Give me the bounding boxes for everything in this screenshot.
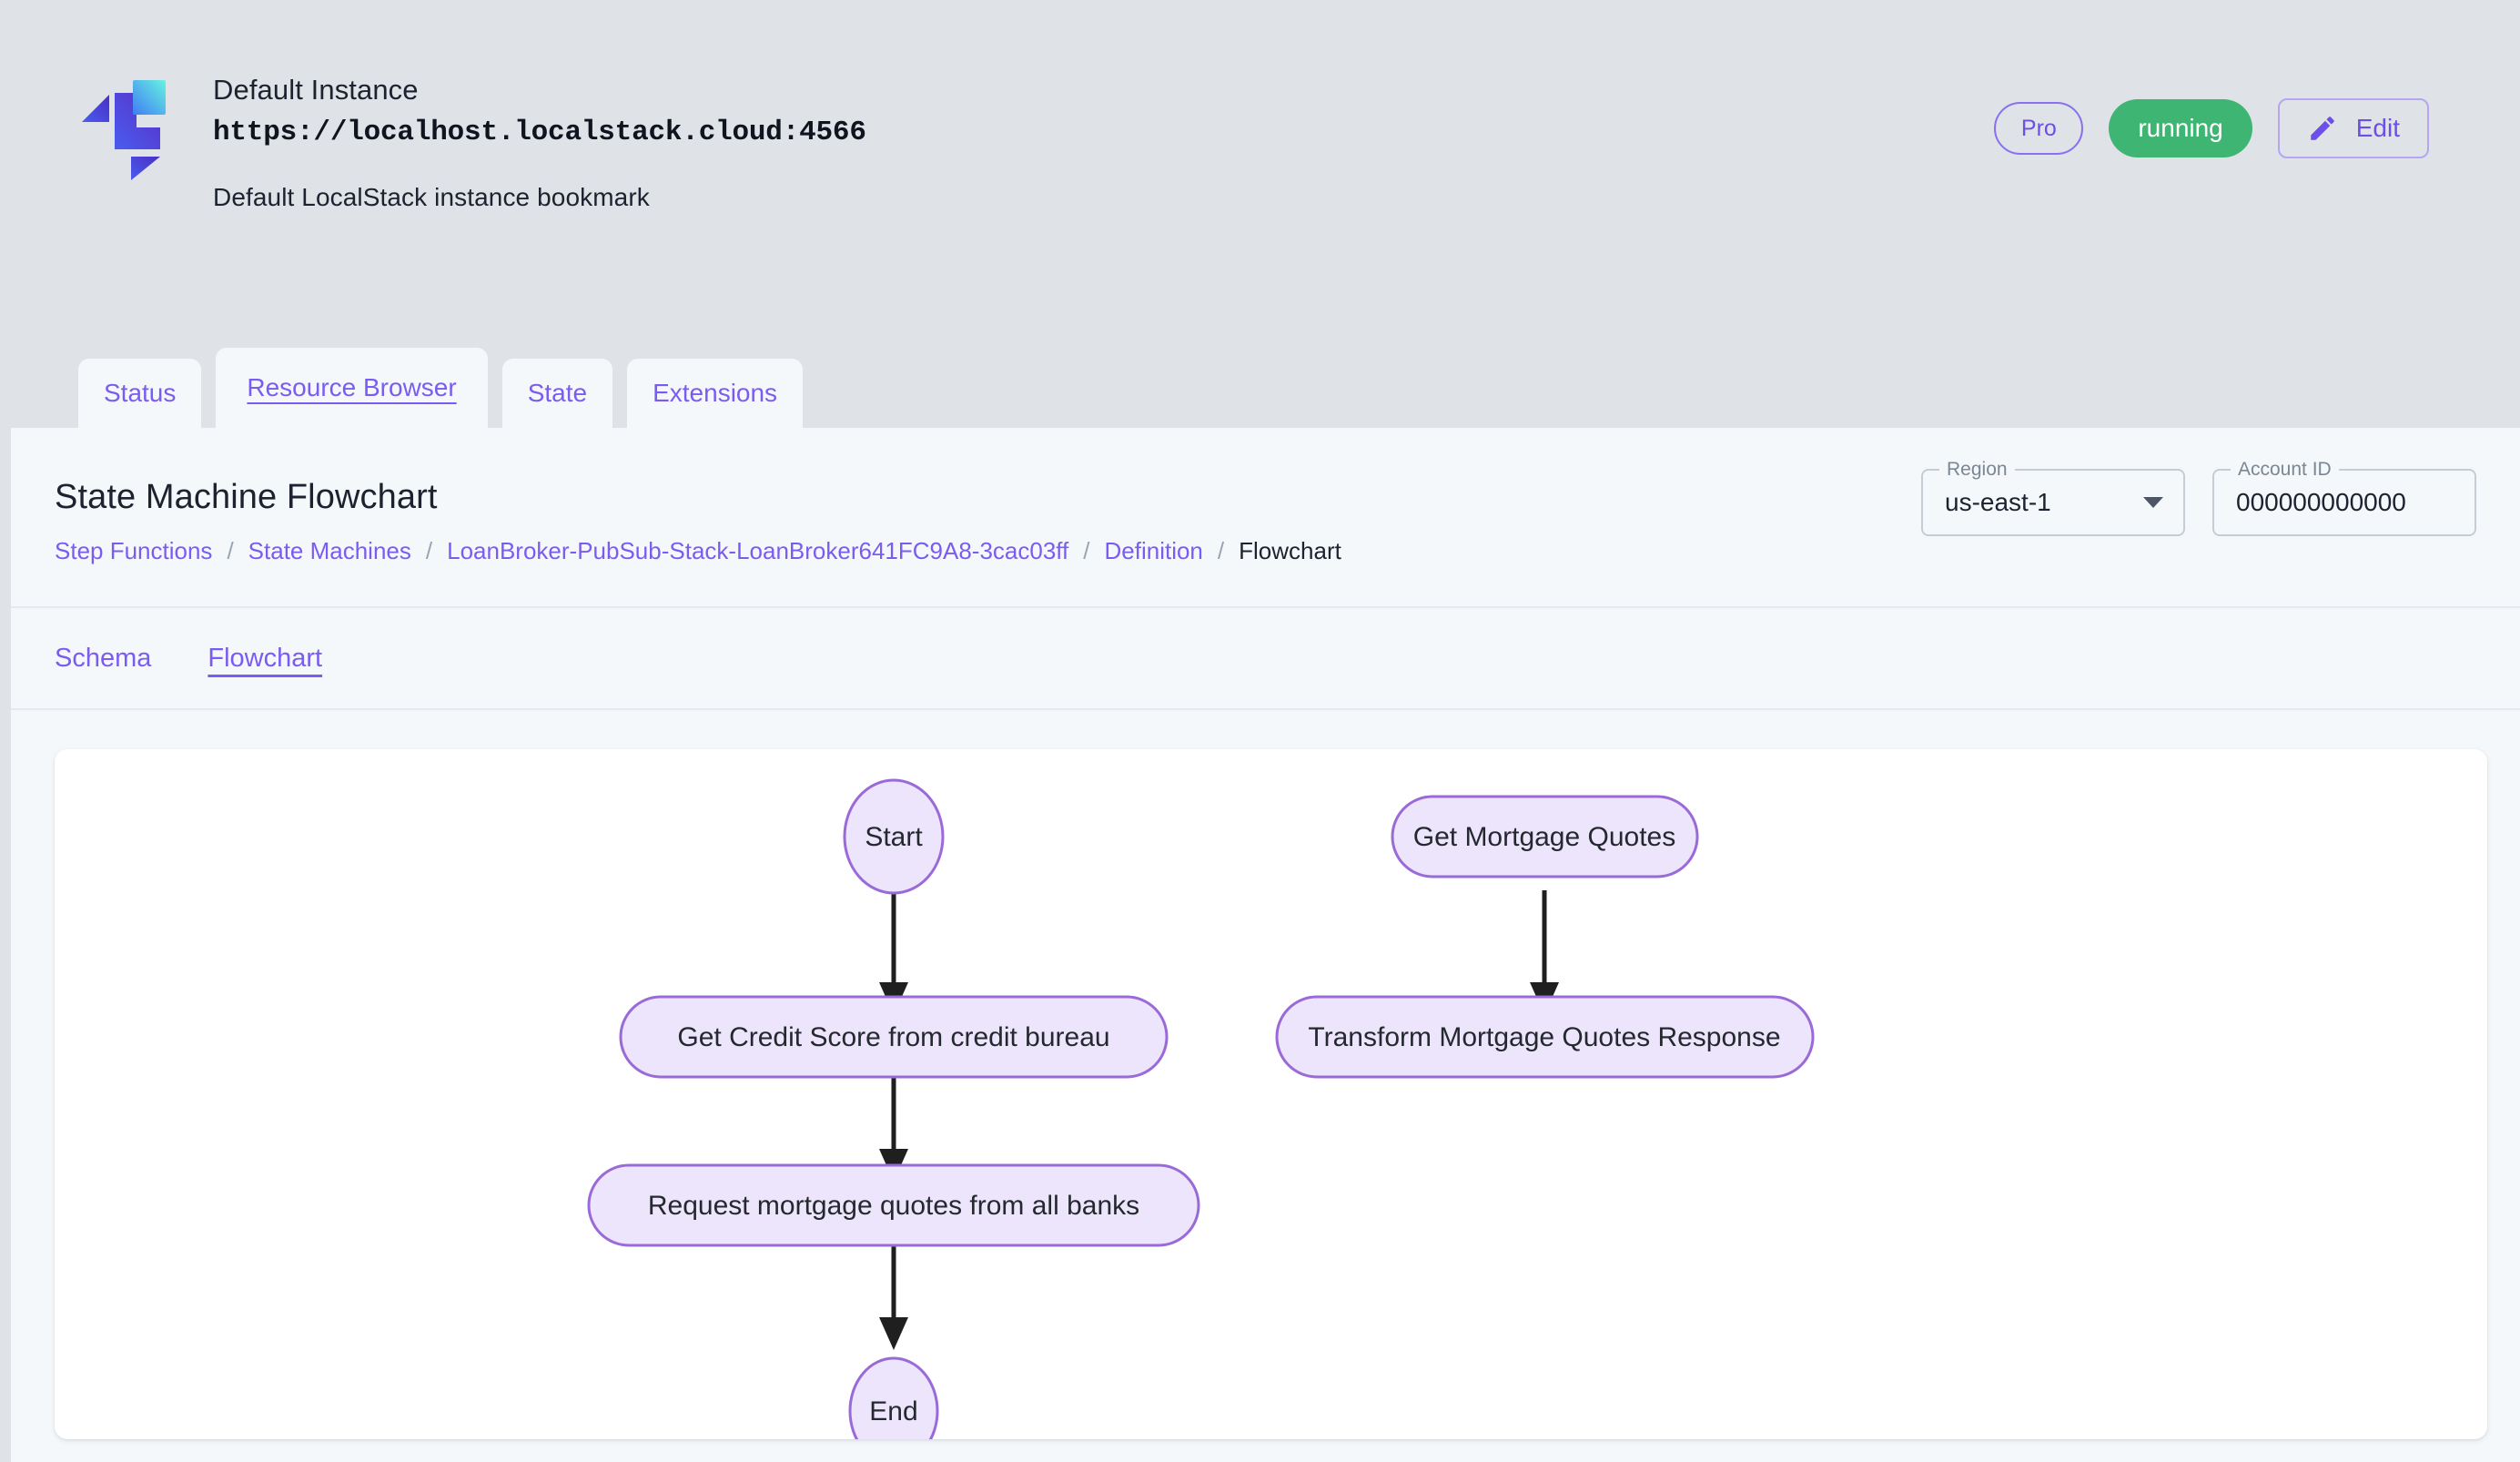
instance-text-block: Default Instance https://localhost.local… [213,73,866,212]
flow-node-start[interactable]: Start [843,778,945,895]
region-select-value: us-east-1 [1945,488,2051,516]
subtab-flowchart[interactable]: Flowchart [207,643,323,673]
tab-extensions-label: Extensions [653,379,778,407]
breadcrumb-item-state-machines[interactable]: State Machines [248,537,411,564]
breadcrumb-separator: / [227,537,234,564]
breadcrumb: Step Functions / State Machines / LoanBr… [55,537,1341,565]
tab-state[interactable]: State [501,359,613,428]
page-title: State Machine Flowchart [55,478,438,516]
flow-node-get-mortgage-quotes-label: Get Mortgage Quotes [1413,822,1676,852]
flow-node-get-mortgage-quotes[interactable]: Get Mortgage Quotes [1391,795,1699,878]
tab-resource-browser-label: Resource Browser [247,373,457,401]
region-select[interactable]: Region us-east-1 [1921,458,2185,536]
instance-endpoint: https://localhost.localstack.cloud:4566 [213,116,866,148]
header-actions: Pro running Edit [1994,98,2429,158]
main-tabs: Status Resource Browser State Extensions [0,348,2520,428]
breadcrumb-separator: / [425,537,433,564]
instance-title: Default Instance [213,74,419,106]
flowchart-card: Start Get Credit Score from credit burea… [55,749,2487,1439]
breadcrumb-item-flowchart: Flowchart [1239,537,1341,564]
flow-node-request-mortgage-quotes[interactable]: Request mortgage quotes from all banks [587,1163,1200,1247]
flow-node-end-label: End [869,1396,917,1426]
tab-resource-browser[interactable]: Resource Browser [216,348,488,428]
page-titlebar: State Machine Flowchart Step Functions /… [11,428,2520,608]
flow-node-request-mortgage-quotes-label: Request mortgage quotes from all banks [648,1191,1139,1221]
edit-button[interactable]: Edit [2277,98,2429,158]
page-body: State Machine Flowchart Step Functions /… [11,428,2520,1462]
localstack-logo-icon [82,80,166,180]
edit-button-label: Edit [2355,114,2400,142]
region-select-label: Region [1939,458,2015,482]
scope-selectors: Region us-east-1 Account ID 000000000000 [1921,458,2476,536]
tab-status-label: Status [104,379,177,407]
flow-node-transform-mortgage-quotes-response[interactable]: Transform Mortgage Quotes Response [1275,995,1815,1079]
flow-node-get-credit-score[interactable]: Get Credit Score from credit bureau [619,995,1169,1079]
chevron-down-icon [2143,497,2163,508]
flow-node-end[interactable]: End [848,1356,939,1439]
resource-subtabs: Schema Flowchart [11,608,2520,710]
tab-state-label: State [527,379,588,407]
breadcrumb-separator: / [1083,537,1090,564]
breadcrumb-item-step-functions[interactable]: Step Functions [55,537,213,564]
status-badge-label: running [2138,114,2223,142]
pro-chip[interactable]: Pro [1994,102,2084,155]
pro-chip-label: Pro [2020,115,2057,141]
breadcrumb-separator: / [1217,537,1225,564]
subtab-schema[interactable]: Schema [55,643,152,673]
account-id-value: 000000000000 [2236,488,2406,516]
flow-edge-request-to-end [879,1245,908,1350]
breadcrumb-item-state-machine-name[interactable]: LoanBroker-PubSub-Stack-LoanBroker641FC9… [447,537,1069,564]
account-id-label: Account ID [2231,458,2339,482]
pencil-icon [2307,113,2338,144]
flow-node-start-label: Start [865,822,923,852]
breadcrumb-item-definition[interactable]: Definition [1104,537,1203,564]
flow-node-transform-mortgage-quotes-response-label: Transform Mortgage Quotes Response [1308,1022,1780,1052]
tab-status[interactable]: Status [78,359,202,428]
state-machine-flowchart[interactable]: Start Get Credit Score from credit burea… [55,749,2487,1439]
status-badge[interactable]: running [2109,99,2252,157]
instance-description: Default LocalStack instance bookmark [213,182,650,211]
flow-node-get-credit-score-label: Get Credit Score from credit bureau [677,1022,1109,1052]
instance-header: Default Instance https://localhost.local… [0,0,2520,428]
account-id-field[interactable]: Account ID 000000000000 [2212,458,2476,536]
tab-extensions[interactable]: Extensions [627,359,804,428]
instance-summary: Default Instance https://localhost.local… [82,73,866,212]
